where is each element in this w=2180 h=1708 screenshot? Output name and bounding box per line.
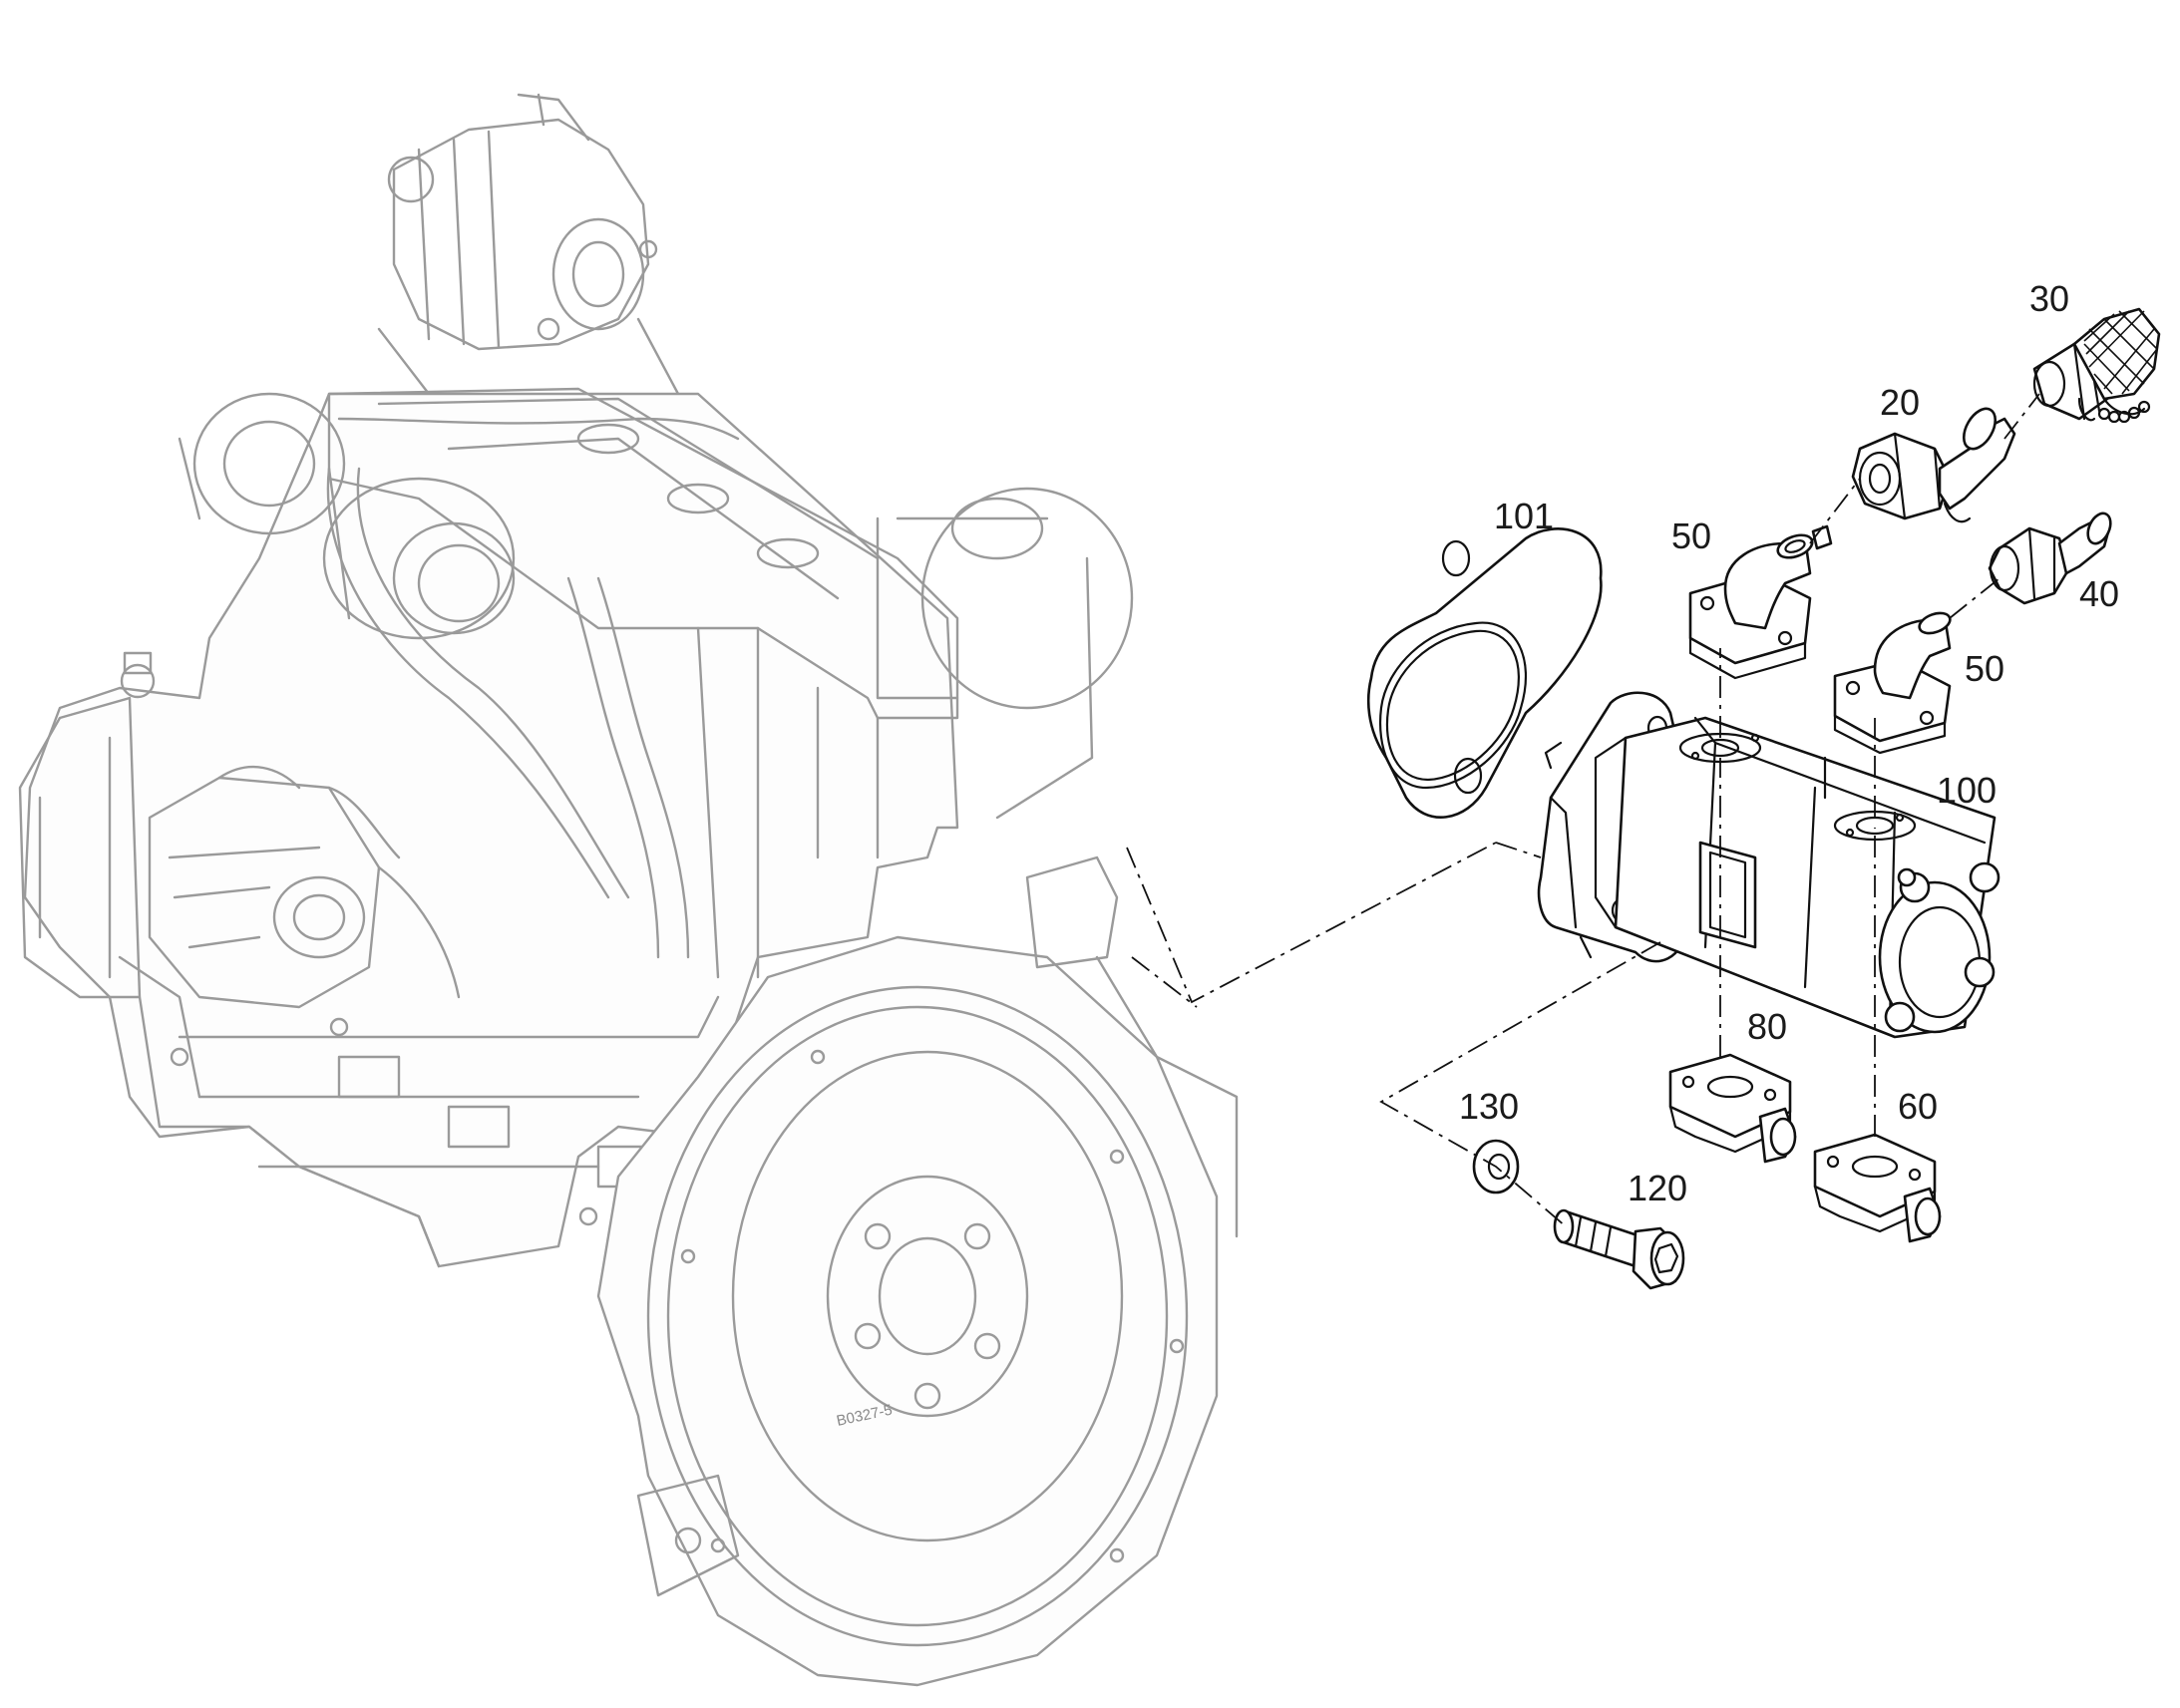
callout-50-lower: 50 [1965, 648, 2004, 689]
callout-labels: 30 20 101 50 40 50 100 80 130 60 120 [1459, 278, 2119, 1208]
flange-elbow-part-upper [1688, 524, 1833, 680]
hydraulic-pump-part [1537, 691, 2000, 1039]
quick-coupler-part [2032, 307, 2161, 424]
flange-elbow-part-lower [1833, 611, 1952, 755]
elbow-fitting-part [1851, 407, 2016, 523]
port-flange-part-80 [1668, 1053, 1797, 1164]
callout-100: 100 [1937, 770, 1997, 811]
callout-40: 40 [2079, 573, 2119, 614]
callout-80: 80 [1747, 1006, 1787, 1047]
callout-60: 60 [1898, 1086, 1938, 1127]
callout-20: 20 [1880, 382, 1920, 423]
callout-101: 101 [1494, 496, 1554, 536]
engine-assembly: B0327-5 [18, 93, 1239, 1687]
port-flange-part-60 [1813, 1133, 1942, 1243]
callout-30: 30 [2029, 278, 2069, 319]
adapter-fitting-part [1988, 512, 2112, 605]
socket-bolt-part [1553, 1208, 1685, 1290]
callout-50-upper: 50 [1671, 515, 1711, 556]
callout-130: 130 [1459, 1086, 1519, 1127]
gasket-part [1366, 527, 1603, 819]
callout-120: 120 [1628, 1168, 1687, 1208]
assembly-centerlines [1126, 393, 2040, 1227]
